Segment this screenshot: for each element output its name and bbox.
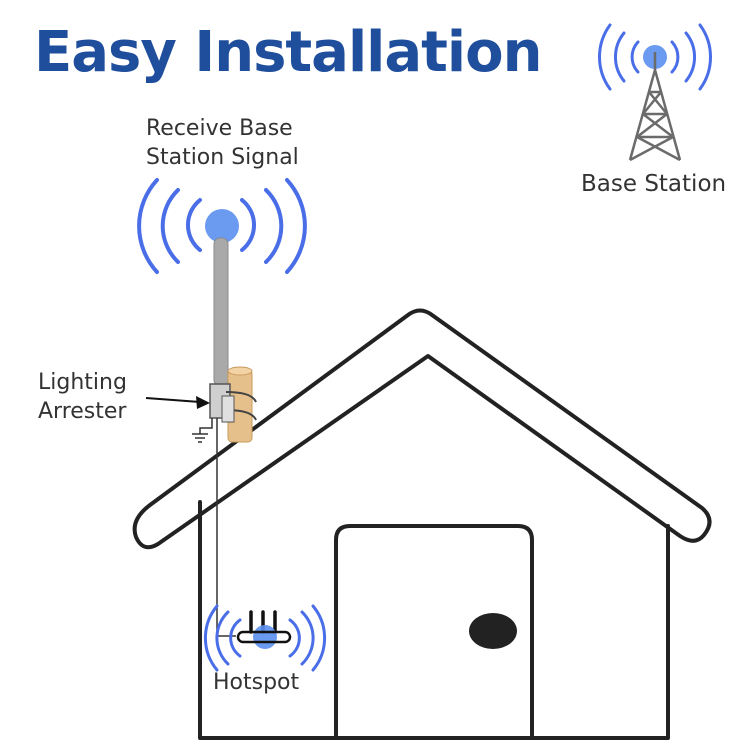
house-wall <box>198 500 670 740</box>
antenna-mast <box>213 237 229 387</box>
base-station-signal-waves <box>597 23 713 91</box>
house-door <box>334 524 534 740</box>
clamp-plate <box>221 395 235 423</box>
base-station-label: Base Station <box>581 171 727 197</box>
antenna-icon <box>209 237 257 443</box>
hotspot-signal-dot <box>253 625 277 649</box>
arrester-label-line1: Lighting <box>38 370 127 395</box>
wifi-router-icon <box>236 610 292 649</box>
arrester-label: Lighting Arrester <box>38 368 127 426</box>
receive-signal-label: Receive Base Station Signal <box>146 114 299 172</box>
arrester-label-line2: Arrester <box>38 399 127 424</box>
house-roof <box>132 308 712 550</box>
house <box>132 308 712 740</box>
receive-label-line2: Station Signal <box>146 145 299 170</box>
receive-label-line1: Receive Base <box>146 116 293 141</box>
arrester-pointer-arrow <box>145 396 210 409</box>
hotspot-signal-waves <box>203 604 327 672</box>
hotspot-label: Hotspot <box>213 670 300 695</box>
wood-pole-top <box>227 366 253 376</box>
router-body <box>236 630 292 644</box>
door-knob <box>469 613 517 649</box>
page-title: Easy Installation <box>34 20 542 85</box>
antenna-signal-waves <box>137 178 307 274</box>
ground-symbol-icon <box>192 418 213 443</box>
antenna-signal-dot <box>205 209 239 243</box>
cell-tower-icon <box>628 52 682 162</box>
